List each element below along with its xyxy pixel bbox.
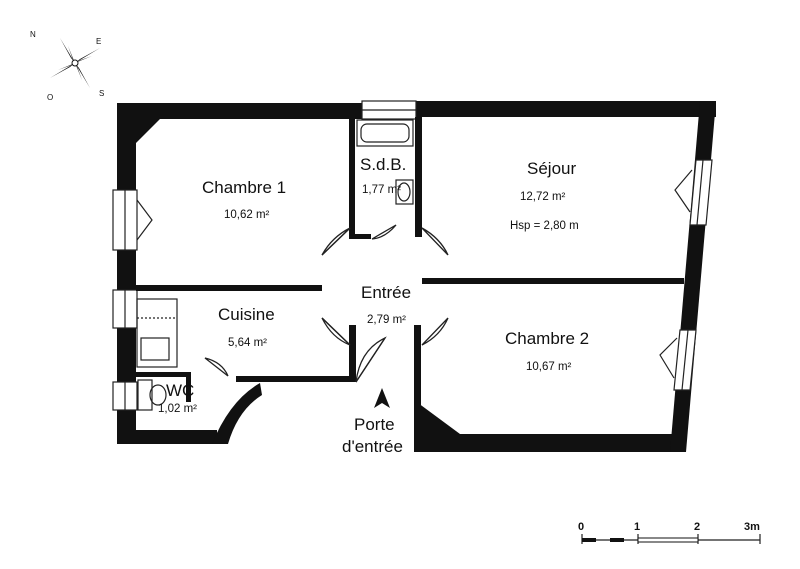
interior-walls (136, 117, 684, 405)
room-name-sejour: Séjour (527, 159, 576, 178)
room-name-cuisine: Cuisine (218, 305, 275, 324)
bathtub-icon (356, 119, 414, 147)
room-name-sdb: S.d.B. (360, 155, 406, 174)
exterior-walls (117, 100, 716, 452)
scale-label-3: 3m (744, 521, 760, 533)
toilet-icon (137, 379, 167, 411)
compass-west-label: O (47, 93, 53, 102)
window-chambre2 (659, 329, 697, 391)
compass-east-label: E (96, 37, 101, 46)
window-chambre1 (112, 189, 153, 251)
room-area-entree: 2,79 m² (367, 314, 406, 326)
window-sejour (674, 159, 713, 226)
entrance-label-line1: Porte (354, 415, 395, 434)
compass-rose-icon: N E S O (30, 30, 104, 102)
room-name-chambre2: Chambre 2 (505, 329, 589, 348)
room-height-sejour: Hsp = 2,80 m (510, 220, 579, 232)
entrance-arrow-icon (374, 388, 390, 408)
room-area-sdb: 1,77 m² (362, 184, 401, 196)
entrance-label-line2: d'entrée (342, 437, 403, 456)
room-area-chambre1: 10,62 m² (224, 209, 270, 221)
window-cuisine (112, 289, 138, 329)
compass-north-label: N (30, 30, 36, 39)
scale-label-1: 1 (634, 521, 640, 533)
scale-bar: 0 1 2 3m (578, 521, 761, 544)
room-name-entree: Entrée (361, 283, 411, 302)
washbasin-icon (395, 179, 414, 205)
compass-south-label: S (99, 89, 104, 98)
scale-label-0: 0 (578, 521, 584, 533)
doors (204, 224, 449, 383)
room-name-chambre1: Chambre 1 (202, 178, 286, 197)
room-area-sejour: 12,72 m² (520, 191, 566, 203)
scale-label-2: 2 (694, 521, 700, 533)
room-area-chambre2: 10,67 m² (526, 361, 572, 373)
room-name-wc: WC (166, 381, 194, 400)
room-area-cuisine: 5,64 m² (228, 337, 267, 349)
window-wc (112, 381, 138, 411)
kitchen-counter-icon (136, 298, 178, 368)
room-area-wc: 1,02 m² (158, 403, 197, 415)
